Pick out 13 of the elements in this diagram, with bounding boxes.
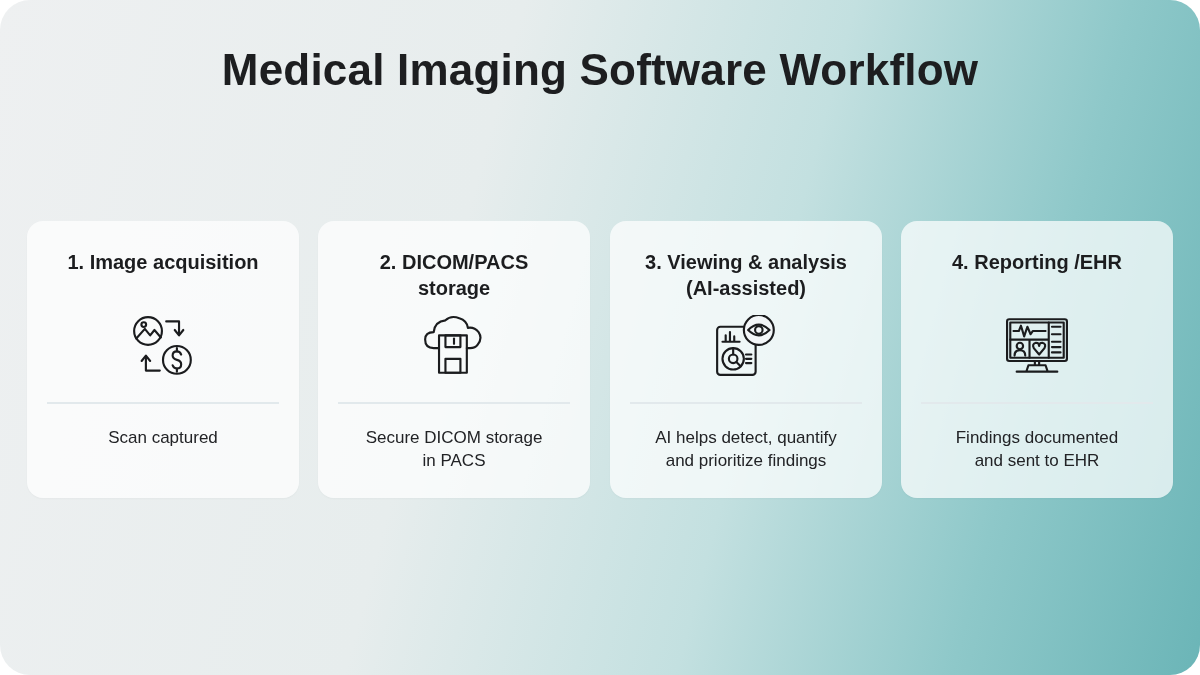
- step-heading: 4. Reporting /EHR: [951, 250, 1123, 275]
- step-card: [610, 221, 882, 498]
- step-card: [901, 221, 1173, 498]
- step-description: AI helps detect, quantify and prioritize findings: [654, 427, 838, 472]
- step-description: Secure DICOM storage in PACS: [364, 427, 544, 472]
- step-card: [318, 221, 590, 498]
- step-heading: 3. Viewing & analysis (AI-assisted): [644, 250, 848, 301]
- step-heading: 2. DICOM/PACS storage: [378, 250, 530, 301]
- title: Medical Imaging Software Workflow: [221, 44, 979, 96]
- step-description: Findings documented and sent to EHR: [954, 427, 1120, 472]
- step-card: [27, 221, 299, 498]
- step-heading: 1. Image acquisition: [66, 250, 260, 275]
- step-description: Scan captured: [107, 427, 219, 449]
